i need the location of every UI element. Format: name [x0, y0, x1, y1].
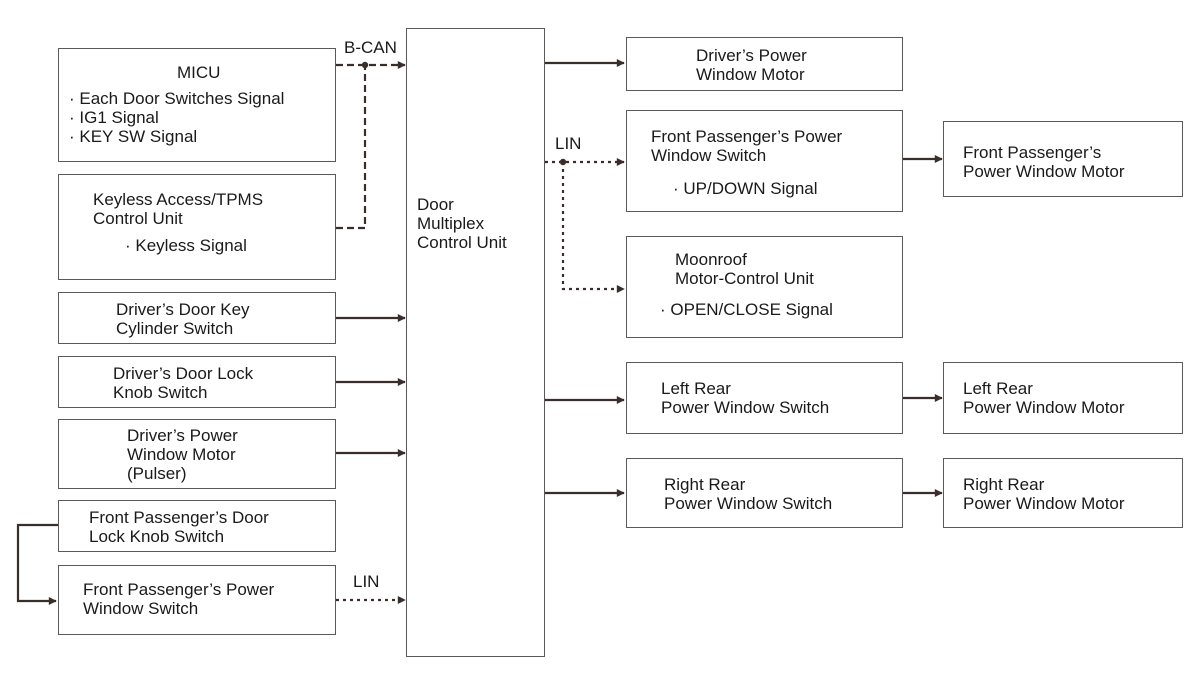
drv-motor-line1: Driver’s Power — [696, 46, 807, 65]
fp-lock-knob-line1: Front Passenger’s Door — [89, 508, 269, 527]
right-fp-window-switch-block: Front Passenger’s Power Window Switch · … — [626, 110, 903, 212]
fp-switch-line1: Front Passenger’s Power — [83, 580, 275, 599]
pulser-line1: Driver’s Power — [127, 426, 238, 445]
micu-signal-item: · KEY SW Signal — [69, 127, 198, 146]
fp-motor-line1: Front Passenger’s — [963, 143, 1102, 162]
right-fp-switch-line2: Window Switch — [651, 146, 767, 165]
fp-switch-line2: Window Switch — [83, 599, 199, 618]
up-down-signal: · UP/DOWN Signal — [673, 179, 818, 198]
rr-switch-line2: Power Window Switch — [664, 494, 833, 513]
fp-motor-line2: Power Window Motor — [963, 162, 1125, 181]
lr-motor-line1: Left Rear — [963, 379, 1033, 398]
right-rear-window-switch-block: Right Rear Power Window Switch — [626, 458, 903, 528]
fp-window-motor-block: Front Passenger’s Power Window Motor — [943, 121, 1183, 197]
rr-switch-line1: Right Rear — [664, 475, 746, 494]
moonroof-line1: Moonroof — [675, 250, 747, 269]
fp-power-window-switch-block: Front Passenger’s Power Window Switch — [58, 565, 336, 635]
key-cylinder-switch-block: Driver’s Door Key Cylinder Switch — [58, 292, 336, 344]
rr-motor-line2: Power Window Motor — [963, 494, 1125, 513]
lock-knob-line1: Driver’s Door Lock — [113, 364, 254, 383]
left-rear-window-switch-block: Left Rear Power Window Switch — [626, 362, 903, 434]
moonroof-control-unit-block: Moonroof Motor-Control Unit · OPEN/CLOSE… — [626, 236, 903, 338]
lin-junction-dot — [559, 158, 567, 166]
fp-lock-knob-switch-block: Front Passenger’s Door Lock Knob Switch — [58, 500, 336, 552]
center-line3: Control Unit — [417, 233, 507, 252]
keyless-title-line1: Keyless Access/TPMS — [93, 190, 264, 209]
open-close-signal: · OPEN/CLOSE Signal — [660, 300, 833, 319]
lr-switch-line1: Left Rear — [661, 379, 731, 398]
rr-motor-line1: Right Rear — [963, 475, 1045, 494]
lin-label-bottom: LIN — [353, 572, 380, 591]
bcan-label: B-CAN — [344, 38, 397, 57]
moonroof-line2: Motor-Control Unit — [675, 269, 814, 288]
pulser-line2: Window Motor — [127, 445, 236, 464]
micu-title: MICU — [177, 63, 221, 82]
center-line1: Door — [417, 195, 454, 214]
center-line2: Multiplex — [417, 214, 485, 233]
keyless-title-line2: Control Unit — [93, 209, 183, 228]
bcan-junction-dot — [361, 61, 369, 69]
lin-wire-moonroof — [561, 162, 625, 293]
pulser-line3: (Pulser) — [127, 464, 187, 483]
micu-signal-item: · Each Door Switches Signal — [69, 89, 285, 108]
bcan-wire-keyless — [336, 65, 367, 230]
keyless-tpms-block: Keyless Access/TPMS Control Unit · Keyle… — [58, 174, 336, 280]
driver-window-motor-block: Driver’s Power Window Motor — [626, 37, 903, 91]
door-multiplex-control-unit: Door Multiplex Control Unit — [406, 28, 545, 657]
lr-window-motor-block: Left Rear Power Window Motor — [943, 362, 1183, 434]
wire-fp-lock-to-switch — [16, 523, 58, 605]
key-cylinder-line1: Driver’s Door Key — [116, 300, 250, 319]
lock-knob-switch-block: Driver’s Door Lock Knob Switch — [58, 356, 336, 408]
lr-motor-line2: Power Window Motor — [963, 398, 1125, 417]
right-fp-switch-line1: Front Passenger’s Power — [651, 127, 843, 146]
keyless-signal: · Keyless Signal — [125, 236, 247, 255]
pulser-block: Driver’s Power Window Motor (Pulser) — [58, 419, 336, 489]
micu-signal-item: · IG1 Signal — [69, 108, 159, 127]
micu-block: MICU · Each Door Switches Signal · IG1 S… — [58, 48, 336, 162]
lock-knob-line2: Knob Switch — [113, 383, 208, 402]
rr-window-motor-block: Right Rear Power Window Motor — [943, 458, 1183, 528]
lin-label-right: LIN — [555, 134, 582, 153]
lr-switch-line2: Power Window Switch — [661, 398, 830, 417]
drv-motor-line2: Window Motor — [696, 65, 805, 84]
key-cylinder-line2: Cylinder Switch — [116, 319, 234, 338]
fp-lock-knob-line2: Lock Knob Switch — [89, 527, 225, 546]
